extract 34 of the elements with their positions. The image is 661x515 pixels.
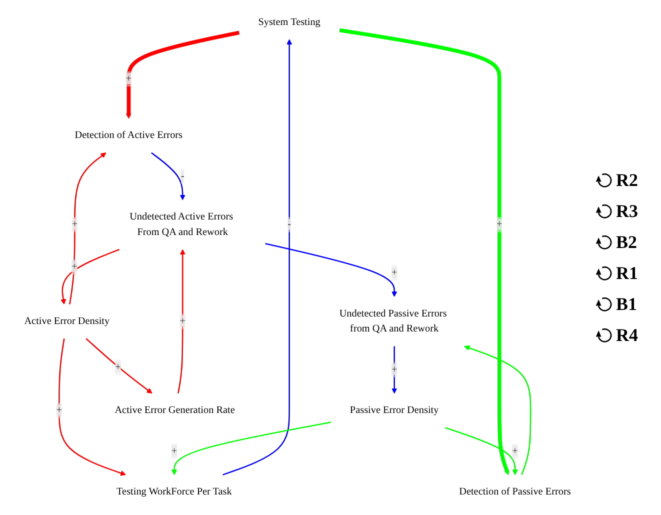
edge-label: +: [72, 219, 78, 230]
edge-label: +: [72, 262, 78, 272]
loop-label: R2: [616, 170, 638, 190]
arrow: [60, 249, 120, 305]
arrow: [86, 338, 152, 394]
node-text: Testing WorkForce Per Task: [116, 486, 232, 498]
edge-label: +: [171, 446, 178, 457]
node-text: System Testing: [258, 16, 320, 28]
node-text: Active Error Density: [24, 316, 110, 327]
edge-label: -: [180, 170, 184, 182]
arrow: [69, 152, 106, 305]
arrow: [464, 346, 532, 476]
edge-label: -: [288, 219, 292, 230]
edge-label: +: [115, 362, 121, 373]
node-text: Undetected Passive Errors from QA and Rework: [339, 308, 447, 335]
edge-label: +: [391, 364, 398, 376]
edge-label: +: [56, 405, 62, 416]
loop-label: R1: [616, 262, 638, 284]
node-text: Passive Error Density: [350, 405, 439, 416]
edge-label: +: [391, 268, 398, 279]
loop-label: R4: [616, 324, 638, 346]
arrow: [339, 28, 510, 476]
edge-label: +: [512, 446, 518, 457]
edge-label: +: [496, 219, 502, 230]
edge-label: +: [180, 316, 186, 327]
node-text: Undetected Active Errors From QA and Rework: [130, 212, 234, 238]
arrow: [58, 338, 126, 476]
edge-label: +: [126, 74, 132, 84]
node-text: Detection of Passive Errors: [459, 486, 571, 498]
loop-label: B1: [616, 294, 638, 314]
node-text: Active Error Generation Rate: [114, 405, 235, 416]
loop-label: B2: [616, 232, 638, 252]
loop-label: R3: [616, 200, 638, 222]
node-text: Detection of Active Errors: [74, 130, 183, 142]
